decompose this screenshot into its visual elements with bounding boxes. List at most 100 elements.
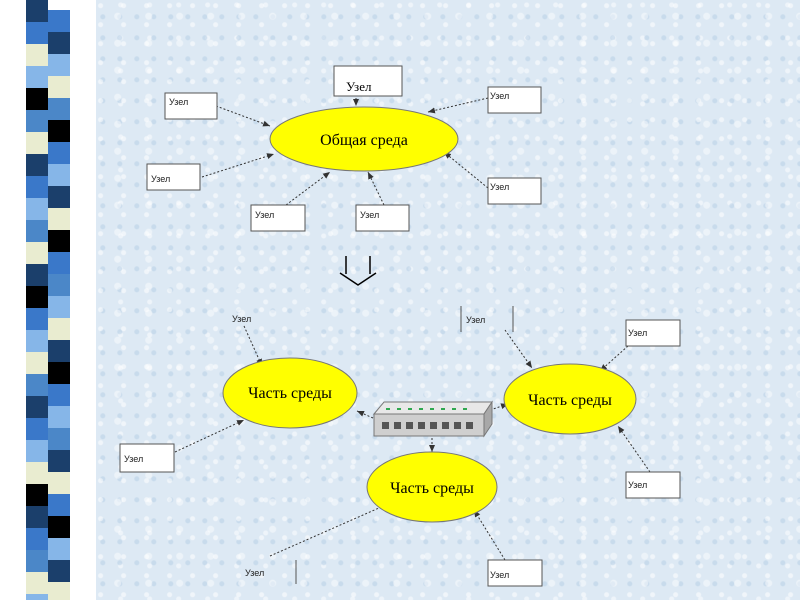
bottom-node-6: Узел	[245, 560, 297, 584]
node-label: Узел	[151, 174, 170, 184]
stripe-block	[26, 286, 48, 308]
stripe-block	[26, 220, 48, 242]
stripe-block	[48, 362, 70, 384]
arrow-bot-1	[243, 325, 263, 367]
hub-led	[386, 408, 390, 410]
arrow-bot-2	[174, 419, 245, 453]
stripe-block	[48, 384, 70, 406]
stripe-block	[26, 110, 48, 132]
stripe-block	[26, 352, 48, 374]
hub-port	[466, 422, 473, 429]
segment-ellipse-right	[503, 363, 637, 435]
top-node-7: Узел	[355, 204, 410, 232]
stripe-block	[26, 418, 48, 440]
stripe-block	[48, 10, 70, 32]
stripe-block	[26, 264, 48, 286]
node-label: Узел	[245, 568, 264, 578]
stripe-block	[26, 462, 48, 484]
stripe-block	[48, 494, 70, 516]
stripe-block	[48, 296, 70, 318]
stripe-block	[48, 98, 70, 120]
stripe-block	[48, 340, 70, 362]
stripe-block	[48, 538, 70, 560]
hub-port	[382, 422, 389, 429]
stripe-block	[48, 274, 70, 296]
top-arrows	[201, 90, 489, 206]
stripe-block	[48, 32, 70, 54]
top-node-3: Узел	[487, 86, 542, 114]
arrow-bot-3	[504, 329, 533, 369]
arrow-top-4	[201, 153, 275, 178]
hub-port	[454, 422, 461, 429]
stripe-block	[26, 0, 48, 22]
node-label: Узел	[628, 328, 647, 338]
node-label: Узел	[628, 480, 647, 490]
hub-led	[419, 408, 423, 410]
node-label: Узел	[490, 570, 509, 580]
bottom-node-5: Узел	[625, 471, 681, 499]
arrow-top-7	[367, 171, 385, 206]
segment-ellipse-bottom	[366, 451, 498, 523]
arrow-bot-4	[599, 345, 629, 372]
bottom-node-2: Узел	[119, 443, 175, 473]
stripe-pattern	[26, 0, 70, 600]
arrow-bot-5	[617, 425, 651, 473]
stripe-block	[26, 506, 48, 528]
stripe-block	[48, 560, 70, 582]
stripe-block	[26, 22, 48, 44]
node-label: Узел	[360, 210, 379, 220]
segment-label-bottom: Часть среды	[390, 480, 474, 497]
hub-port	[430, 422, 437, 429]
stripe-block	[48, 450, 70, 472]
hub-led	[408, 408, 412, 410]
hub-led	[463, 408, 467, 410]
arrow-top-3	[427, 97, 489, 114]
stripe-block	[26, 330, 48, 352]
top-node-4: Узел	[146, 163, 201, 191]
hub-port	[406, 422, 413, 429]
hub-port	[442, 422, 449, 429]
stripe-block	[26, 572, 48, 594]
hub-port	[418, 422, 425, 429]
stripe-block	[48, 230, 70, 252]
bottom-arrows	[174, 325, 651, 561]
node-label: Узел	[490, 182, 509, 192]
hub-led	[397, 408, 401, 410]
stripe-block	[48, 516, 70, 538]
stripe-block	[26, 88, 48, 110]
top-node-5: Узел	[487, 177, 542, 205]
stripe-block	[48, 54, 70, 76]
stripe-block	[48, 428, 70, 450]
stripe-block	[26, 242, 48, 264]
stripe-block	[26, 132, 48, 154]
arrow-top-6	[285, 171, 331, 206]
node-label: Узел	[255, 210, 274, 220]
node-label: Узел	[346, 79, 372, 94]
stripe-block	[26, 198, 48, 220]
stripe-block	[26, 44, 48, 66]
stripe-block	[48, 208, 70, 230]
arrow-bot-6	[269, 503, 389, 557]
hub-led	[452, 408, 456, 410]
shared-medium-ellipse	[269, 106, 459, 172]
stripe-block	[26, 66, 48, 88]
shared-medium-label: Общая среда	[320, 132, 408, 149]
top-node-2: Узел	[164, 92, 218, 120]
hub-port	[394, 422, 401, 429]
stripe-block	[26, 176, 48, 198]
stripe-block	[48, 252, 70, 274]
stripe-block	[26, 374, 48, 396]
arrow-top-2	[215, 105, 271, 127]
node-label: Узел	[169, 97, 188, 107]
stripe-block	[48, 164, 70, 186]
node-label: Узел	[490, 91, 509, 101]
arrow-top-5	[443, 151, 489, 189]
bottom-node-1: Узел	[232, 314, 251, 324]
hub-link-left	[356, 410, 374, 419]
stripe-block	[48, 472, 70, 494]
hub-link-right	[489, 403, 509, 411]
stripe-block	[48, 318, 70, 340]
bottom-node-4: Узел	[625, 319, 681, 347]
segment-ellipse-left	[222, 357, 358, 429]
